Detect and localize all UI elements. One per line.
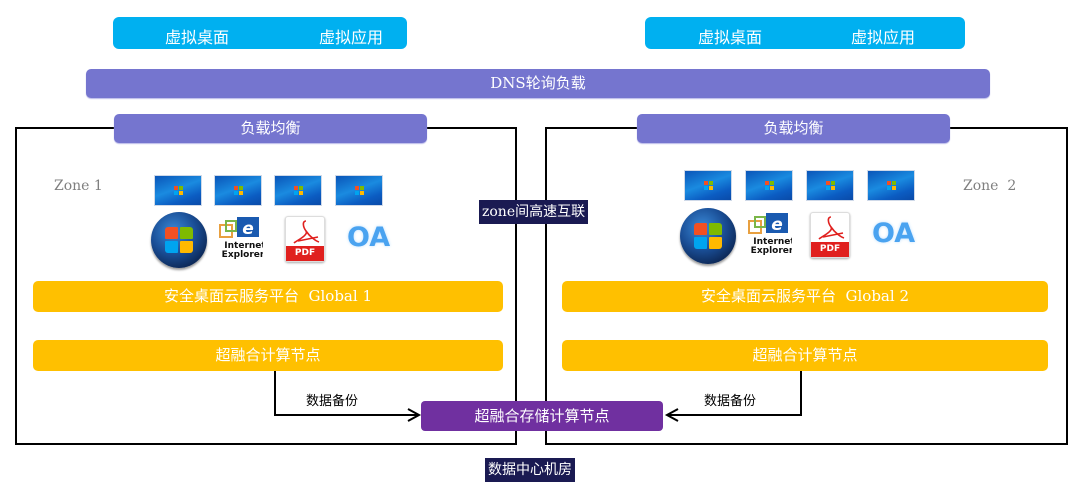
access-bar-left: 虚拟桌面 虚拟应用 xyxy=(113,17,407,49)
win7-desktop-icon xyxy=(745,170,793,201)
oa-icon: OA xyxy=(872,218,916,249)
backup-caption-zone-1: 数据备份 xyxy=(306,394,359,409)
win7-desktop-icon xyxy=(335,175,383,206)
svg-text:Internet: Internet xyxy=(753,237,792,247)
compute-node-zone-1: 超融合计算节点 xyxy=(33,340,503,371)
internet-explorer-icon: e Internet Explorer xyxy=(746,211,795,257)
svg-text:Explorer: Explorer xyxy=(222,250,263,260)
compute-node-zone-2: 超融合计算节点 xyxy=(562,340,1048,371)
zone-2-label: Zone 2 xyxy=(963,178,1017,194)
win7-desktop-icon xyxy=(154,175,202,206)
platform-bar-zone-1: 安全桌面云服务平台 Global 1 xyxy=(33,281,503,312)
virtual-app-label-right: 虚拟应用 xyxy=(851,28,916,47)
win7-desktop-icon xyxy=(806,170,854,201)
pdf-label: PDF xyxy=(286,246,324,261)
virtual-app-label-left: 虚拟应用 xyxy=(319,28,384,47)
win7-desktop-icon xyxy=(274,175,322,206)
virtual-desktop-label-right: 虚拟桌面 xyxy=(698,28,763,47)
load-balancer-zone-1: 负载均衡 xyxy=(114,114,427,143)
internet-explorer-icon: e Internet Explorer xyxy=(217,215,266,261)
platform-bar-zone-2: 安全桌面云服务平台 Global 2 xyxy=(562,281,1048,312)
win7-desktop-icon xyxy=(214,175,262,206)
backup-arrow-left-head xyxy=(407,408,422,422)
load-balancer-zone-2: 负载均衡 xyxy=(637,114,950,143)
windows-logo-icon xyxy=(680,208,736,264)
svg-text:e: e xyxy=(242,219,254,239)
pdf-icon: PDF xyxy=(810,212,850,258)
datacenter-label: 数据中心机房 xyxy=(485,458,575,482)
windows-logo-icon xyxy=(151,212,207,268)
win7-desktop-icon xyxy=(867,170,915,201)
zone-1-label: Zone 1 xyxy=(54,178,103,194)
backup-caption-zone-2: 数据备份 xyxy=(704,394,757,409)
svg-text:e: e xyxy=(771,215,783,235)
access-bar-right: 虚拟桌面 虚拟应用 xyxy=(645,17,965,49)
svg-text:Internet: Internet xyxy=(224,241,263,251)
svg-text:Explorer: Explorer xyxy=(751,246,792,256)
pdf-label: PDF xyxy=(811,242,849,257)
win7-desktop-icon xyxy=(684,170,732,201)
virtual-desktop-label-left: 虚拟桌面 xyxy=(165,28,230,47)
oa-icon: OA xyxy=(347,222,391,253)
pdf-icon: PDF xyxy=(285,216,325,262)
hci-storage-node: 超融合存储计算节点 xyxy=(421,401,663,431)
interconnect-label: zone间高速互联 xyxy=(479,200,589,224)
backup-arrow-right-head xyxy=(664,408,679,422)
dns-round-robin-bar: DNS轮询负载 xyxy=(86,69,990,98)
backup-arrow-right xyxy=(668,370,802,416)
backup-arrow-left xyxy=(274,370,418,416)
